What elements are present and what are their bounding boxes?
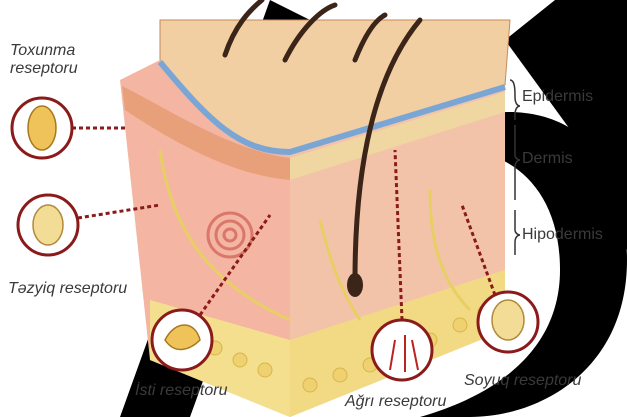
touch-receptor-line1: Toxunma [10, 42, 78, 60]
hair-bulb [347, 273, 363, 297]
epidermis-label: Epidermis [522, 88, 593, 106]
cold-receptor-label: Soyuq reseptoru [464, 372, 581, 390]
heat-receptor-label: İsti reseptoru [135, 382, 227, 400]
pressure-receptor-label: Təzyiq reseptoru [8, 280, 127, 298]
pain-receptor-label: Ağrı reseptoru [345, 393, 446, 411]
pain-receptor-circle [372, 320, 432, 380]
touch-receptor-line2: reseptoru [10, 60, 78, 78]
dermis-label: Dermis [522, 150, 573, 168]
touch-receptor-label: Toxunma reseptoru [10, 42, 78, 79]
hypodermis-label: Hipodermis [522, 226, 603, 244]
